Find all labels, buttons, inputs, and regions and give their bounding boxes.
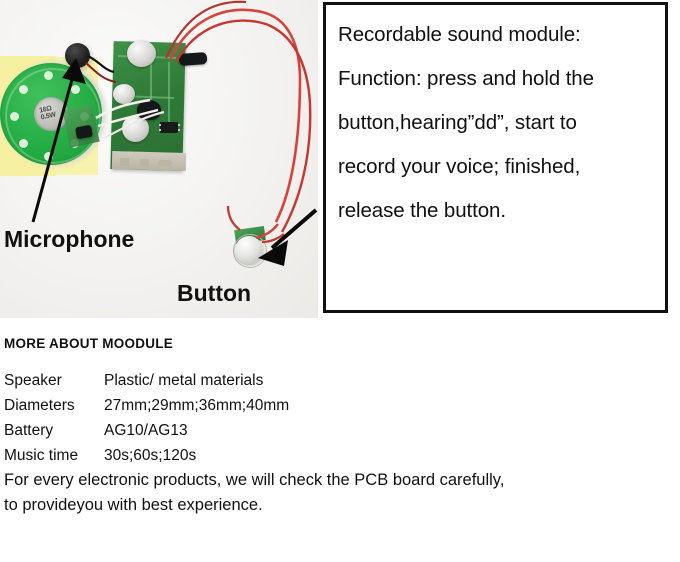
- description-line: release the button.: [338, 199, 506, 222]
- description-box: Recordable sound module: Function: press…: [323, 2, 668, 313]
- speaker-wire-white: [95, 98, 151, 120]
- spec-value: Plastic/ metal materials: [104, 372, 264, 389]
- pcb-ic-leg: [178, 129, 180, 131]
- microphone-lead-dark: [85, 62, 117, 83]
- callout-annotations: [31, 58, 318, 266]
- button-label: Button: [177, 280, 252, 306]
- spec-value: 30s;60s;120s: [104, 447, 197, 464]
- microphone-lead-black: [87, 55, 115, 74]
- description-line: button,hearing”dd”, start to: [338, 111, 577, 134]
- spec-label: Battery: [4, 422, 54, 439]
- table-row: Diameters 27mm;29mm;36mm;40mm: [4, 393, 289, 418]
- pcb-ic-chip: [160, 122, 178, 133]
- pcb-battery-contact-lower: [113, 84, 135, 104]
- push-button: [235, 236, 263, 264]
- pcb-ic-leg: [178, 124, 180, 126]
- closing-line: to provideyou with best experience.: [4, 496, 263, 514]
- spec-label: Diameters: [4, 397, 75, 414]
- section-title: MORE ABOUT MOODULE: [4, 336, 173, 351]
- top-block: 16Ω 0.5W: [0, 0, 668, 318]
- button-wire-red-2: [174, 19, 312, 233]
- wire-overlay: [85, 0, 312, 244]
- spec-label: Speaker: [4, 372, 62, 389]
- button-dome-ring: [233, 234, 267, 268]
- description-line: Function: press and hold the: [338, 67, 594, 90]
- pcb-battery-contact: [127, 40, 156, 67]
- spec-value: 27mm;29mm;36mm;40mm: [104, 397, 290, 414]
- pcb-solder-pad: [140, 159, 149, 167]
- spec-label: Music time: [4, 447, 79, 464]
- button-callout-arrow: [258, 208, 318, 266]
- description-line: Recordable sound module:: [338, 23, 581, 46]
- pcb-solder-pad: [158, 160, 172, 166]
- pcb-ic-leg: [159, 124, 161, 126]
- speaker-hole: [19, 139, 28, 148]
- closing-paragraph: For every electronic products, we will c…: [4, 468, 664, 518]
- speaker-wire-white: [103, 110, 165, 139]
- button-wire-red-tail-3: [226, 205, 241, 231]
- speaker-hole: [19, 85, 28, 94]
- table-row: Music time 30s;60s;120s: [4, 443, 289, 468]
- speaker-hole: [44, 71, 53, 80]
- pcb-solder-pad: [120, 158, 129, 166]
- table-row: Speaker Plastic/ metal materials: [4, 368, 289, 393]
- microphone-callout-arrow: [31, 58, 86, 223]
- more-about-section: MORE ABOUT MOODULE Speaker Plastic/ meta…: [0, 320, 680, 562]
- button-wire-red-3: [164, 0, 247, 59]
- microphone-label: Microphone: [4, 226, 135, 252]
- button-wire-red-1: [168, 8, 302, 223]
- pcb-ic-leg: [159, 129, 161, 131]
- product-photo: 16Ω 0.5W: [0, 0, 318, 318]
- speaker-wire-white: [97, 108, 159, 128]
- table-row: Battery AG10/AG13: [4, 418, 289, 443]
- spec-value: AG10/AG13: [104, 422, 188, 439]
- speaker-hole: [71, 85, 80, 94]
- description-line: record your voice; finished,: [338, 155, 581, 178]
- speaker-hole: [44, 152, 53, 161]
- button-wire-red-tail-1: [255, 223, 279, 240]
- button-wire-red-tail-2: [261, 233, 285, 244]
- pcb-trace: [150, 60, 152, 110]
- pcb-trace: [168, 62, 170, 122]
- closing-line: For every electronic products, we will c…: [4, 471, 505, 489]
- spec-table: Speaker Plastic/ metal materials Diamete…: [4, 368, 289, 468]
- speaker-hole: [10, 112, 19, 121]
